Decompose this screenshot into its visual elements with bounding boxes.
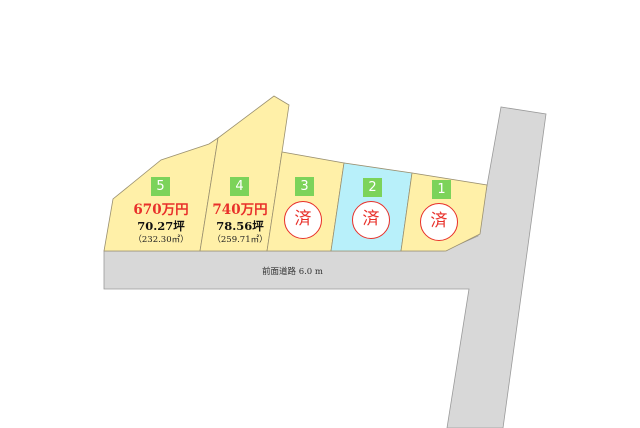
sold-stamp-icon: 済 xyxy=(284,201,322,239)
road-label: 前面道路 6.0 m xyxy=(262,267,323,277)
lot-price: 740万円 xyxy=(212,202,268,218)
lot-number-badge: 1 xyxy=(432,180,451,199)
lot-number-badge: 5 xyxy=(151,177,170,196)
lot-number-badge: 2 xyxy=(363,178,382,197)
sold-stamp-icon: 済 xyxy=(352,201,390,239)
lot-area-sqm: （259.71㎡） xyxy=(212,235,268,245)
lot-number-badge: 4 xyxy=(230,177,249,196)
lot-area-tsubo: 70.27坪 xyxy=(137,219,185,233)
lot-price: 670万円 xyxy=(133,202,189,218)
lot-area-tsubo: 78.56坪 xyxy=(216,219,264,233)
sold-stamp-icon: 済 xyxy=(420,203,458,241)
lot-number-badge: 3 xyxy=(295,177,314,196)
lot-area-sqm: （232.30㎡） xyxy=(133,235,189,245)
